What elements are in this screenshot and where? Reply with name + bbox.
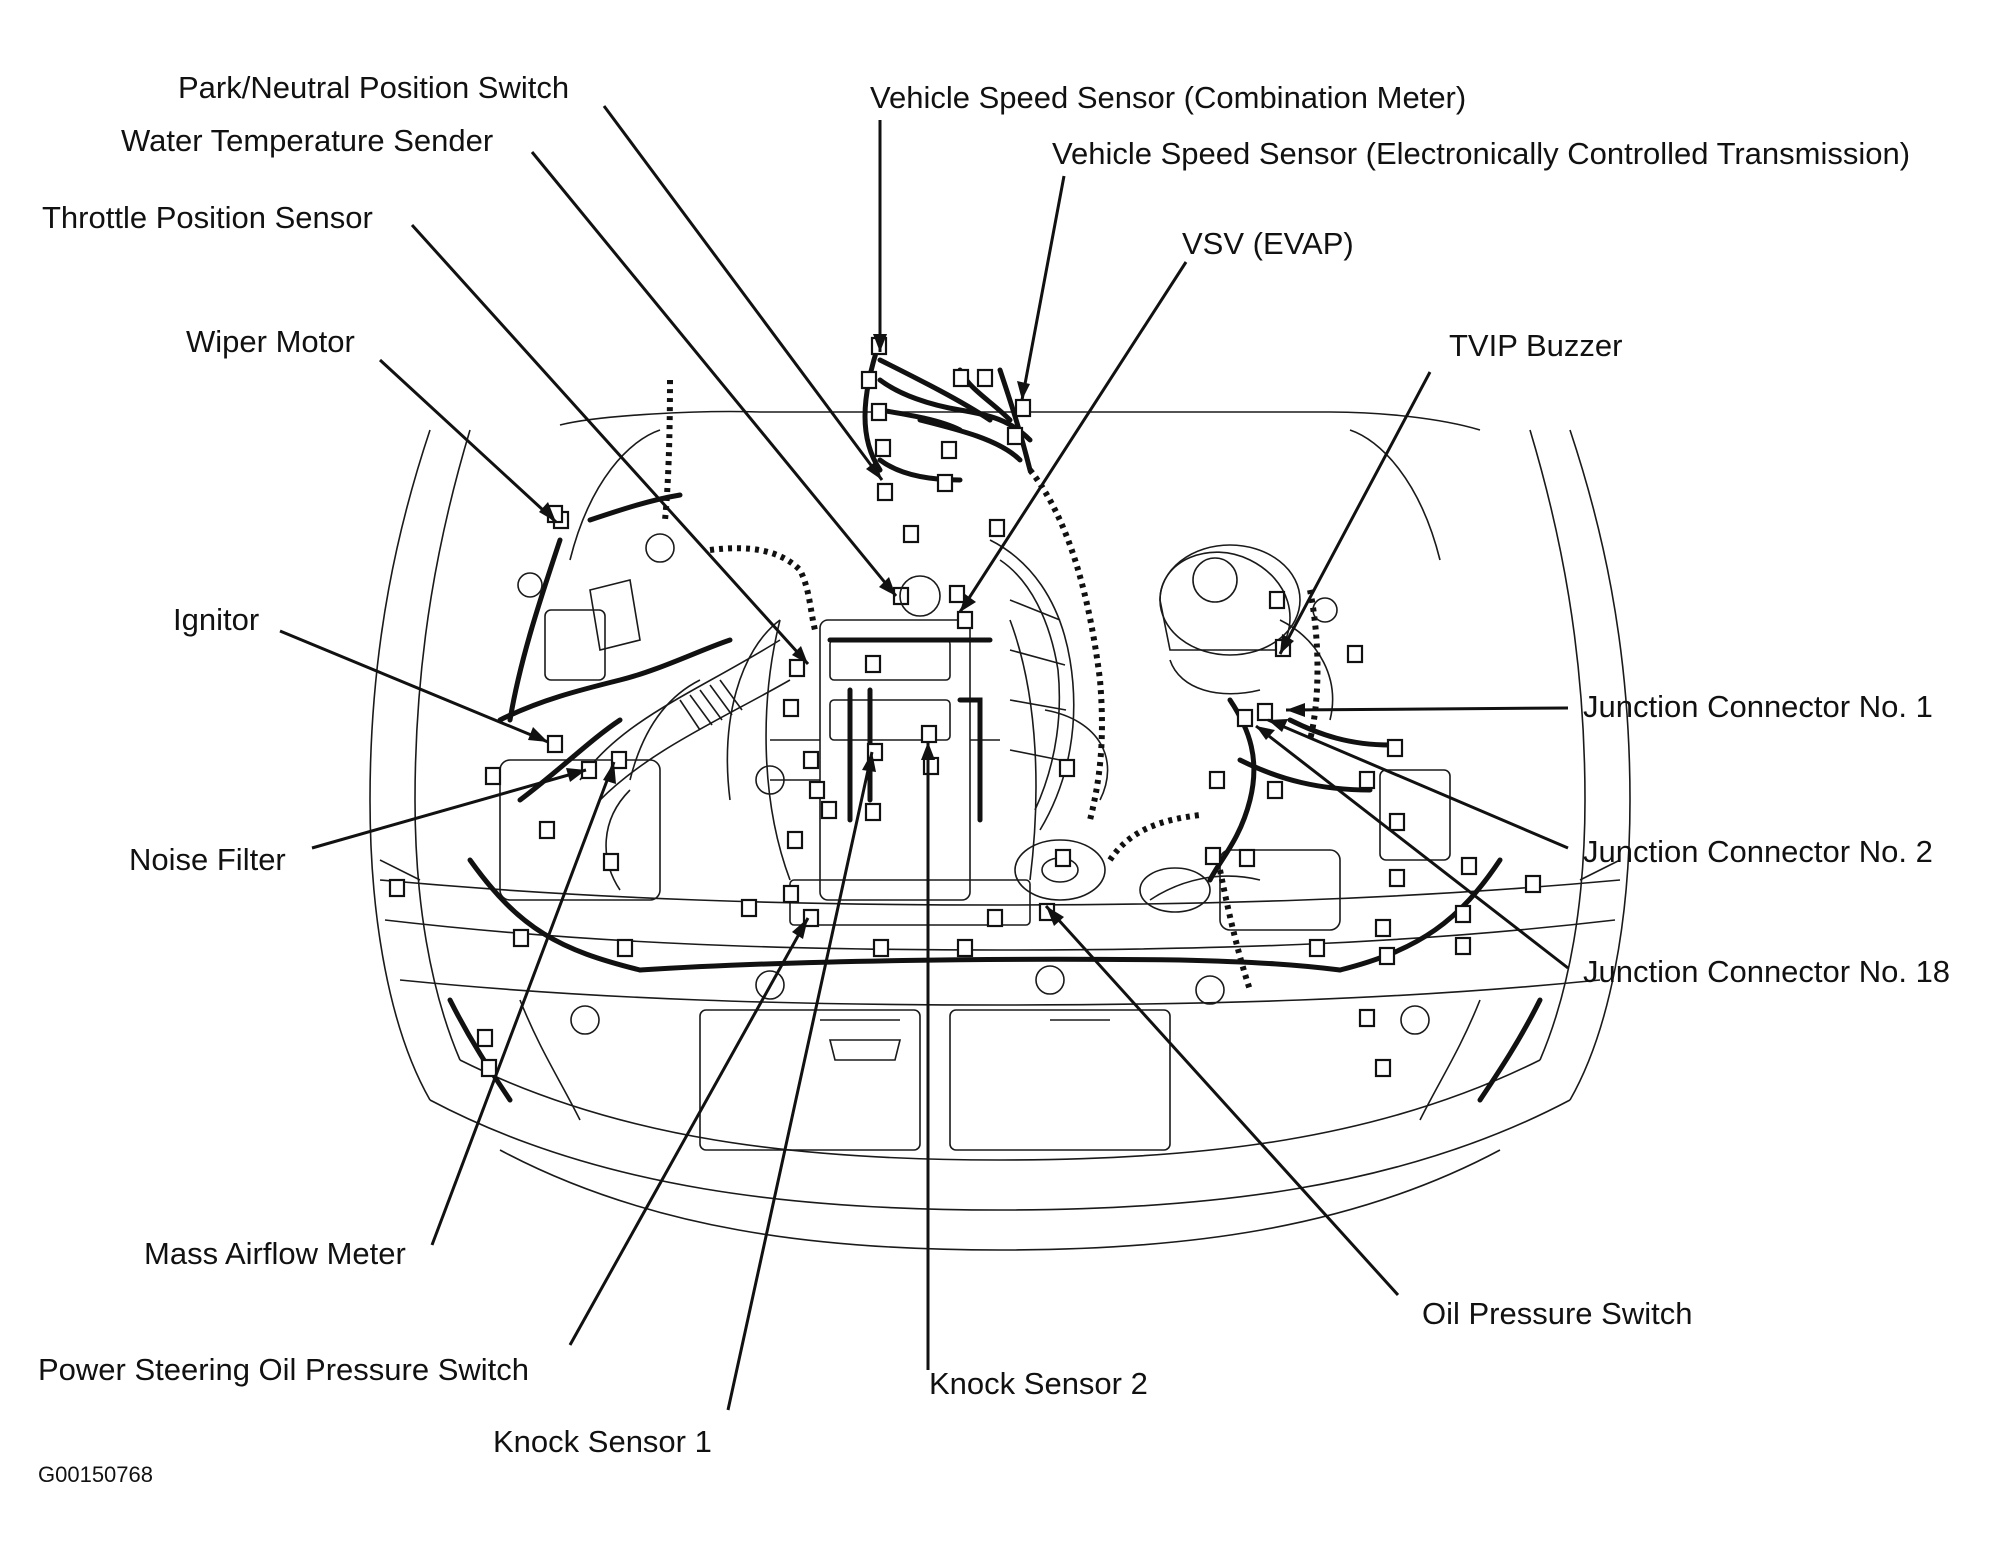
- leader-junction-18: [1255, 724, 1569, 970]
- label-junction-connector-1: Junction Connector No. 1: [1583, 689, 1933, 724]
- engine-block: [605, 539, 1291, 926]
- leader-mass-airflow: [430, 761, 616, 1246]
- leader-water-temp: [530, 151, 898, 597]
- figure-code: G00150768: [38, 1462, 153, 1487]
- leader-lines: [279, 105, 1569, 1411]
- label-knock-sensor-2: Knock Sensor 2: [929, 1366, 1148, 1401]
- label-park-neutral-switch: Park/Neutral Position Switch: [178, 70, 570, 105]
- leader-ps-oil-pressure: [568, 917, 810, 1346]
- leader-tvip-buzzer: [1278, 371, 1432, 655]
- label-knock-sensor-1: Knock Sensor 1: [493, 1424, 712, 1459]
- leader-vsv-evap: [958, 261, 1188, 613]
- label-vss-combination-meter: Vehicle Speed Sensor (Combination Meter): [870, 80, 1467, 115]
- label-noise-filter: Noise Filter: [129, 842, 286, 877]
- label-vss-ect: Vehicle Speed Sensor (Electronically Con…: [1052, 136, 1911, 171]
- leader-junction-1: [1285, 706, 1569, 712]
- label-tvip-buzzer: TVIP Buzzer: [1449, 328, 1623, 363]
- leader-ignitor: [279, 629, 549, 744]
- wiring-harness: [447, 337, 1543, 1103]
- leader-noise-filter: [311, 768, 587, 850]
- label-ignitor: Ignitor: [173, 602, 260, 637]
- label-wiper-motor: Wiper Motor: [186, 324, 355, 359]
- label-vsv-evap: VSV (EVAP): [1182, 226, 1354, 261]
- small-round-parts: [517, 533, 1430, 1035]
- label-junction-connector-18: Junction Connector No. 18: [1583, 954, 1951, 989]
- leader-junction-2: [1267, 718, 1569, 850]
- leader-park-neutral: [602, 105, 884, 481]
- leader-oil-pressure: [1044, 904, 1400, 1297]
- vehicle-body-outline: [369, 410, 1631, 1251]
- leader-throttle-pos: [410, 223, 810, 666]
- leader-wiper-motor: [378, 358, 558, 524]
- right-side-components: [1139, 544, 1451, 931]
- label-water-temperature-sender: Water Temperature Sender: [121, 123, 494, 158]
- label-throttle-position-sensor: Throttle Position Sensor: [42, 200, 373, 235]
- air-intake-duct: [499, 579, 791, 901]
- leader-knock-1: [726, 751, 874, 1411]
- label-mass-airflow-meter: Mass Airflow Meter: [144, 1236, 406, 1271]
- label-power-steering-oil-pressure-switch: Power Steering Oil Pressure Switch: [38, 1352, 530, 1387]
- label-oil-pressure-switch: Oil Pressure Switch: [1422, 1296, 1693, 1331]
- label-junction-connector-2: Junction Connector No. 2: [1583, 834, 1933, 869]
- arrowheads: [528, 334, 1305, 939]
- leader-vss-ect: [1020, 175, 1066, 401]
- connectors: [388, 336, 1542, 1078]
